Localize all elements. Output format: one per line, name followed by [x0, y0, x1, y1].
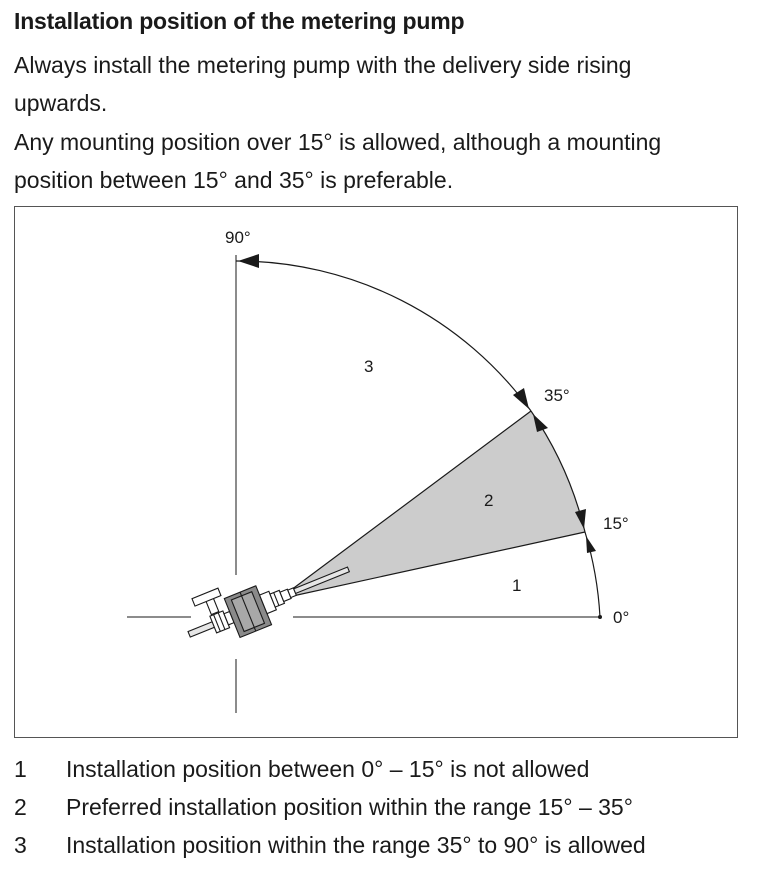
legend-text: Installation position within the range 3…: [66, 832, 646, 858]
label-15-degree: 15°: [603, 514, 629, 533]
arrowhead-15-from-below: [586, 536, 596, 553]
legend-number: 2: [14, 794, 27, 820]
page-title: Installation position of the metering pu…: [14, 8, 465, 34]
intro-paragraph-2-line-1: Any mounting position over 15° is allowe…: [14, 129, 662, 155]
arc-90-to-35: [235, 260, 532, 412]
intro-paragraph-2: Any mounting position over 15° is allowe…: [14, 123, 661, 199]
label-0-degree: 0°: [613, 608, 629, 627]
installation-angle-diagram: 90° 35° 15° 0° 1 2 3: [14, 206, 738, 738]
zone-label-1: 1: [512, 576, 521, 595]
zone-label-2: 2: [484, 491, 493, 510]
legend-text: Preferred installation position within t…: [66, 794, 633, 820]
figure-legend: 1 Installation position between 0° – 15°…: [14, 750, 754, 864]
arrowhead-35-from-below: [533, 414, 548, 432]
intro-paragraph-1-line-1: Always install the metering pump with th…: [14, 52, 632, 78]
zone-label-3: 3: [364, 357, 373, 376]
legend-item-3: 3 Installation position within the range…: [14, 826, 754, 864]
intro-paragraph-1: Always install the metering pump with th…: [14, 46, 631, 122]
arrowhead-35-from-above: [513, 388, 529, 409]
intro-paragraph-1-line-2: upwards.: [14, 90, 108, 116]
line-35-degree: [278, 410, 532, 600]
legend-number: 3: [14, 832, 27, 858]
legend-item-2: 2 Preferred installation position within…: [14, 788, 754, 826]
arrowhead-15-from-above: [575, 509, 586, 529]
arrowhead-90: [238, 254, 259, 268]
line-15-degree: [278, 531, 586, 600]
label-35-degree: 35°: [544, 386, 570, 405]
legend-number: 1: [14, 756, 27, 782]
metering-pump-drawing: [187, 566, 351, 639]
angle-diagram-svg: 90° 35° 15° 0° 1 2 3: [127, 228, 629, 713]
preferred-range-sector: [279, 411, 585, 599]
intro-paragraph-2-line-2: position between 15° and 35° is preferab…: [14, 167, 454, 193]
legend-item-1: 1 Installation position between 0° – 15°…: [14, 750, 754, 788]
label-90-degree: 90°: [225, 228, 251, 247]
legend-text: Installation position between 0° – 15° i…: [66, 756, 590, 782]
